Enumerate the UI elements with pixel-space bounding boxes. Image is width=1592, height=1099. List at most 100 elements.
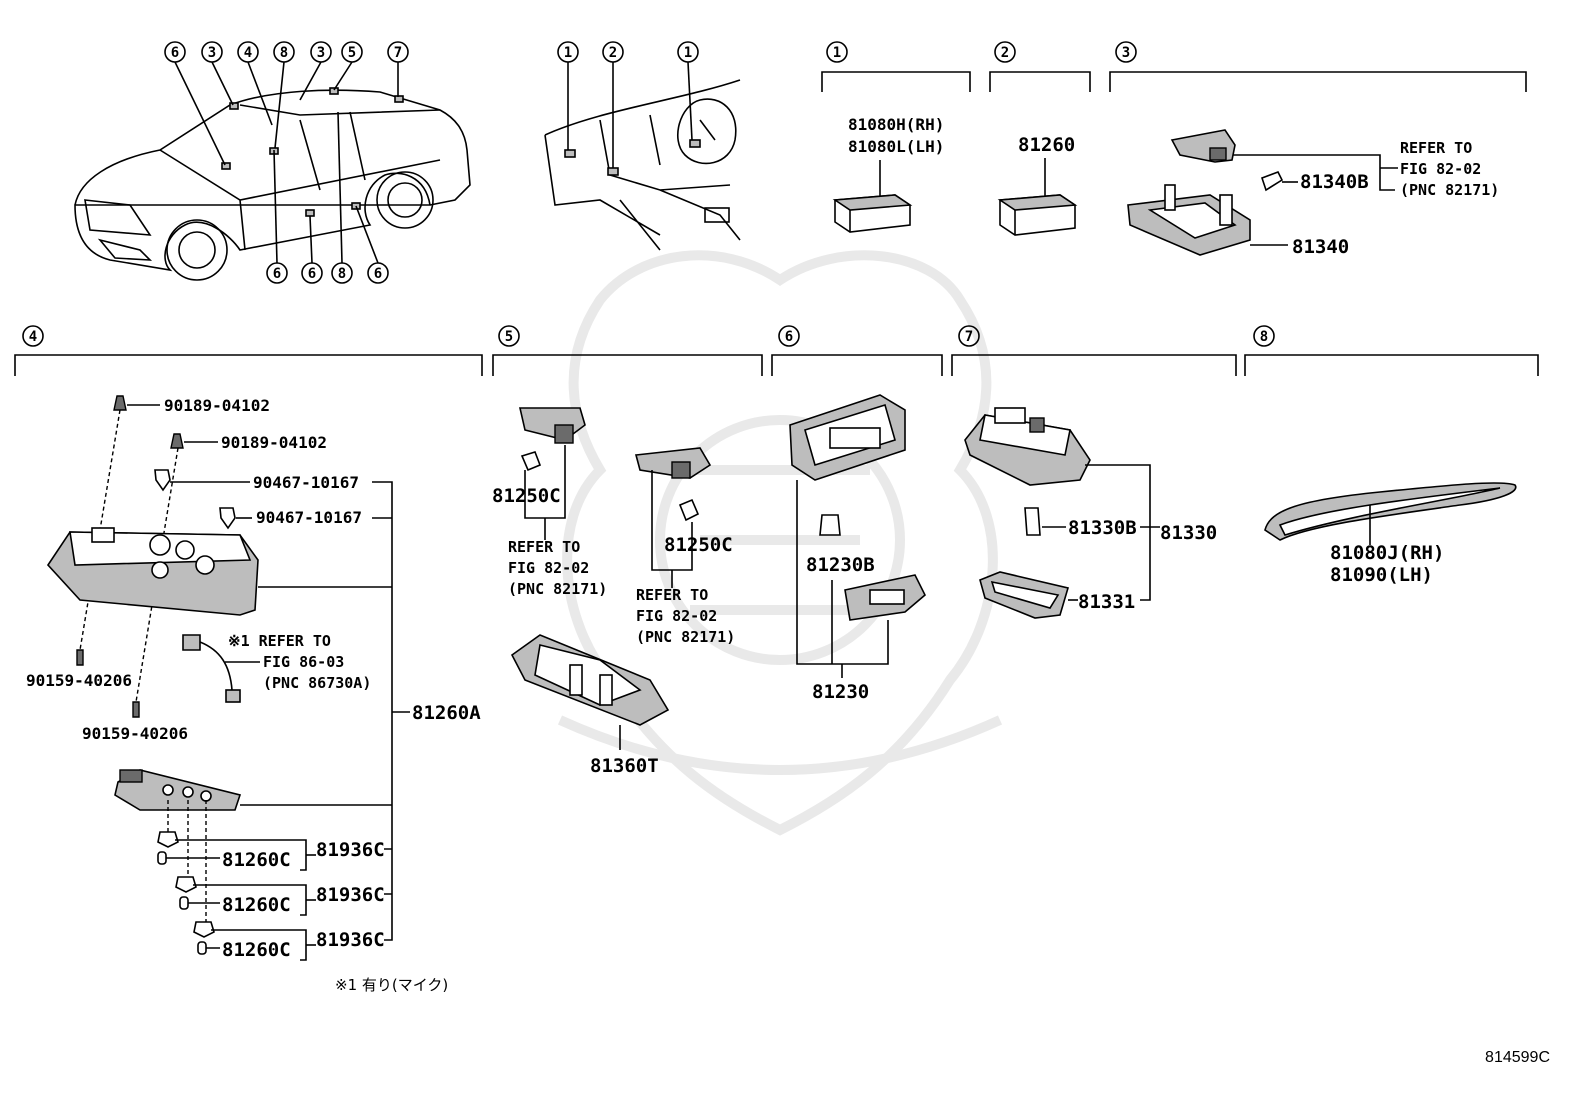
svg-text:8: 8 [1260,329,1268,345]
part-81340[interactable]: 81340 [1292,236,1349,258]
part-81340B[interactable]: 81340B [1300,171,1369,193]
car-callouts: 6 3 4 8 3 5 7 [164,41,409,284]
svg-text:1: 1 [833,45,841,61]
svg-text:4: 4 [244,45,252,61]
g5a-refer-line-1: REFER TO [508,538,580,556]
group-8: 8 81080J(RH) 81090(LH) [1244,325,1539,586]
group-2: 2 81260 [989,41,1091,236]
svg-text:5: 5 [505,329,513,345]
svg-text:3: 3 [317,45,325,61]
figure-code: 814599C [1485,1049,1550,1066]
g4-refer-line-3: (PNC 86730A) [263,674,371,692]
group-6: 6 81230B 81230 [771,325,943,703]
part-81260C-2[interactable]: 81260C [222,939,291,961]
group-1-number: 1 [826,41,848,63]
svg-text:6: 6 [273,266,281,282]
svg-text:7: 7 [394,45,402,61]
part-81330B[interactable]: 81330B [1068,517,1137,539]
part-81260C-1[interactable]: 81260C [222,894,291,916]
group-6-number: 6 [778,325,800,347]
svg-text:5: 5 [348,45,356,61]
car-callout-bottom-2: 8 [331,111,353,284]
group-5-number: 5 [498,325,520,347]
svg-text:3: 3 [1122,45,1130,61]
part-81331[interactable]: 81331 [1078,591,1135,613]
g5a-refer-line-3: (PNC 82171) [508,580,607,598]
svg-text:2: 2 [609,45,617,61]
part-81260[interactable]: 81260 [1018,134,1075,156]
part-90467-10167-a[interactable]: 90467-10167 [253,473,359,492]
part-81936C-1[interactable]: 81936C [316,884,385,906]
svg-text:3: 3 [208,45,216,61]
group-4-number: 4 [22,325,44,347]
car-illustration [74,87,471,281]
g4-refer-line-2: FIG 86-03 [263,653,344,671]
svg-text:6: 6 [171,45,179,61]
g5b-refer-line-2: FIG 82-02 [636,607,717,625]
bulb-row-1: 81260C 81936C [175,876,385,916]
car-callout-bottom-0: 6 [266,149,288,284]
dash-callouts: 1 2 1 [557,41,699,168]
group-4: 4 90189-04102 90189-04102 90467-10167 90… [14,325,483,994]
g3-refer-line-2: FIG 82-02 [1400,160,1481,178]
dash-callout-2: 1 [677,41,699,141]
car-callout-top-1: 3 [201,41,234,106]
car-callout-top-4: 3 [299,41,332,101]
part-81230B[interactable]: 81230B [806,554,875,576]
g5a-refer-line-2: FIG 82-02 [508,559,589,577]
car-callout-top-6: 7 [387,41,409,97]
part-81250C-b[interactable]: 81250C [664,534,733,556]
g5b-refer-line-1: REFER TO [636,586,708,604]
part-81080H[interactable]: 81080H(RH) [848,115,944,134]
part-81080J[interactable]: 81080J(RH) [1330,542,1444,564]
svg-text:8: 8 [338,266,346,282]
part-90159-40206-a[interactable]: 90159-40206 [26,671,132,690]
part-81260C-0[interactable]: 81260C [222,849,291,871]
svg-text:6: 6 [308,266,316,282]
group-3-number: 3 [1115,41,1137,63]
group-7-number: 7 [958,325,980,347]
part-81260A[interactable]: 81260A [412,702,481,724]
bulb-row-2: 81260C 81936C [193,921,385,961]
car-callout-bottom-1: 6 [301,215,323,284]
group-7: 7 81330B 81331 81330 [951,325,1237,619]
svg-text:7: 7 [965,329,973,345]
part-81090[interactable]: 81090(LH) [1330,564,1433,586]
part-90159-40206-b[interactable]: 90159-40206 [82,724,188,743]
dashboard-illustration [544,79,741,251]
group-1: 1 81080H(RH) 81080L(LH) [821,41,971,233]
g3-refer-line-1: REFER TO [1400,139,1472,157]
part-81360T[interactable]: 81360T [590,755,659,777]
g3-refer-line-3: (PNC 82171) [1400,181,1499,199]
svg-text:8: 8 [280,45,288,61]
car-callout-top-5: 5 [333,41,363,91]
bulb-row-0: 81260C 81936C [157,831,385,871]
svg-text:2: 2 [1001,45,1009,61]
car-callout-top-2: 4 [237,41,273,126]
part-90189-04102-b[interactable]: 90189-04102 [221,433,327,452]
svg-text:1: 1 [564,45,572,61]
svg-text:1: 1 [684,45,692,61]
group-2-number: 2 [994,41,1016,63]
svg-text:4: 4 [29,329,37,345]
part-90189-04102-a[interactable]: 90189-04102 [164,396,270,415]
part-81250C-a[interactable]: 81250C [492,485,561,507]
group-5: 5 81250C REFER TO FIG 82-02 (PNC 82171) … [492,325,763,777]
group-3: 3 REFER TO FIG 82-02 (PNC 82171) 81340B … [1109,41,1527,258]
svg-text:6: 6 [374,266,382,282]
g4-refer-line-1: ※1 REFER TO [228,632,331,650]
part-81330[interactable]: 81330 [1160,522,1217,544]
part-81936C-0[interactable]: 81936C [316,839,385,861]
group-8-number: 8 [1253,325,1275,347]
part-90467-10167-b[interactable]: 90467-10167 [256,508,362,527]
part-81936C-2[interactable]: 81936C [316,929,385,951]
part-81080L[interactable]: 81080L(LH) [848,137,944,156]
footnote: ※1 有り(マイク) [335,976,448,994]
g5b-refer-line-3: (PNC 82171) [636,628,735,646]
car-callout-bottom-3: 6 [355,205,389,284]
car-callout-top-3: 8 [273,41,295,149]
part-81230[interactable]: 81230 [812,681,869,703]
car-callout-top-0: 6 [164,41,226,166]
dash-callout-0: 1 [557,41,579,150]
